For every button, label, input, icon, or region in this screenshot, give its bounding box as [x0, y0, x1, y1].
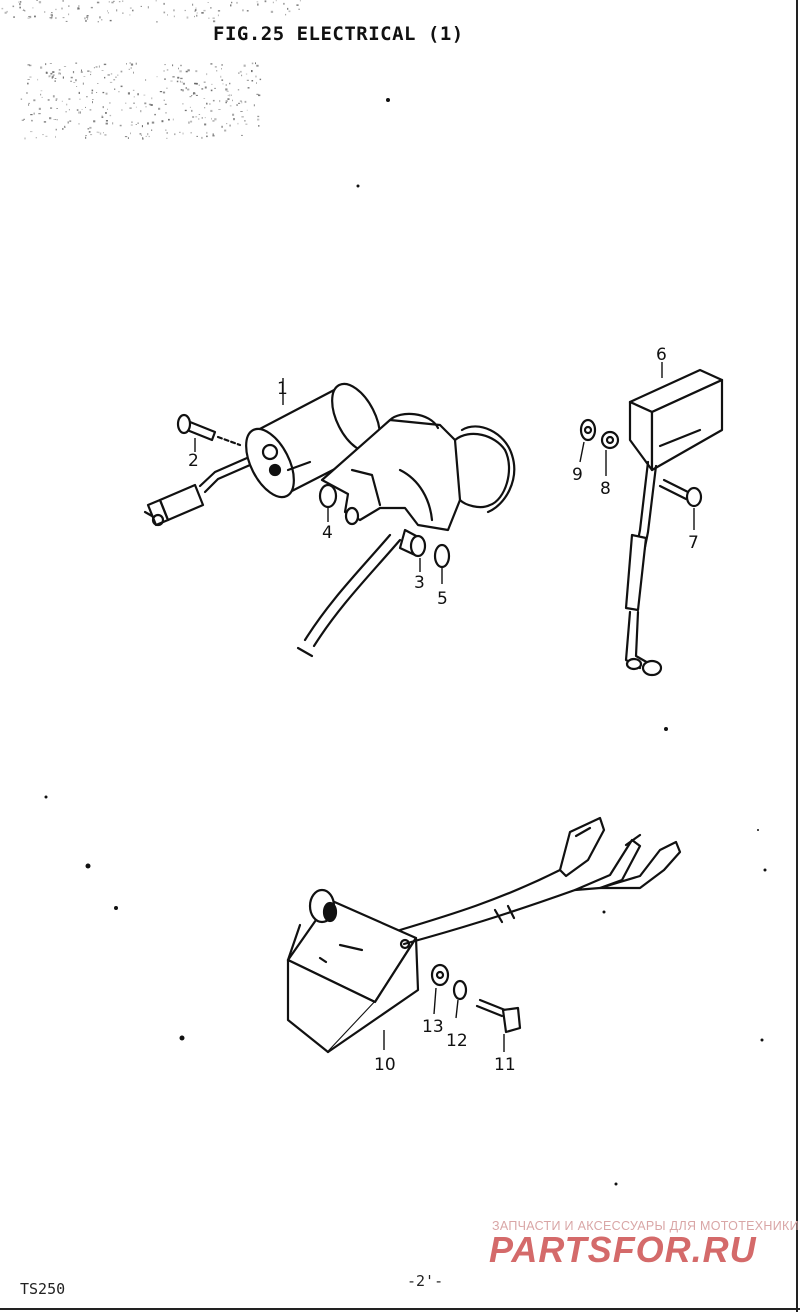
callouts-group-2 [579, 362, 695, 530]
callout-11: 11 [494, 1055, 516, 1075]
callout-13: 13 [422, 1017, 444, 1037]
callout-labels-group-2: 6 7 8 9 [572, 345, 699, 553]
figure-title: FIG.25 ELECTRICAL (1) [213, 23, 464, 45]
flat-washer-part [430, 963, 450, 987]
callout-4: 4 [322, 523, 333, 543]
nut-part [433, 543, 451, 569]
callout-6: 6 [656, 345, 667, 365]
callout-2: 2 [188, 451, 199, 471]
cdi-unit-assembly [286, 816, 682, 1054]
callouts-group-1 [194, 378, 443, 584]
callout-10: 10 [374, 1055, 396, 1075]
lock-washer-part [452, 979, 468, 1001]
model-code: TS250 [20, 1280, 65, 1298]
cdi-bolt-part [475, 998, 522, 1034]
nut-part-small [579, 418, 597, 442]
mounting-bolt-part [658, 478, 703, 508]
relay-box-part [628, 368, 724, 472]
ignition-coil-part [245, 382, 381, 499]
callout-3: 3 [414, 573, 425, 593]
callout-9: 9 [572, 465, 583, 485]
callout-labels-group-3: 10 11 12 13 [374, 1017, 516, 1075]
callout-1: 1 [277, 379, 288, 399]
page-number: -2'- [407, 1272, 443, 1290]
spring-washer-part [318, 483, 338, 509]
ignition-coil-assembly [143, 382, 516, 658]
cdi-unit-part [286, 888, 420, 1054]
relay-unit-assembly [579, 368, 724, 677]
scan-noise [1, 0, 301, 140]
cdi-wire-harness [398, 816, 682, 946]
callout-12: 12 [446, 1031, 468, 1051]
watermark-tagline: ЗАПЧАСТИ И АКСЕССУАРЫ ДЛЯ МОТОТЕХНИКИ [492, 1219, 799, 1233]
callout-7: 7 [688, 533, 699, 553]
callout-8: 8 [600, 479, 611, 499]
primary-lead-connector [143, 456, 252, 527]
scan-specks [44, 98, 767, 1186]
callout-labels-group-1: 1 2 3 4 5 [188, 379, 448, 609]
callout-5: 5 [437, 589, 448, 609]
coil-screw-part [176, 413, 242, 447]
washer-part [600, 430, 620, 450]
high-tension-lead [296, 533, 402, 658]
spacer-part [398, 528, 427, 558]
coil-mounting-bracket [320, 412, 516, 532]
watermark-brand: PARTSFOR.RU [489, 1229, 757, 1270]
watermark: ЗАПЧАСТИ И АКСЕССУАРЫ ДЛЯ МОТОТЕХНИКИ PA… [489, 1219, 799, 1270]
callouts-group-3 [383, 987, 505, 1052]
